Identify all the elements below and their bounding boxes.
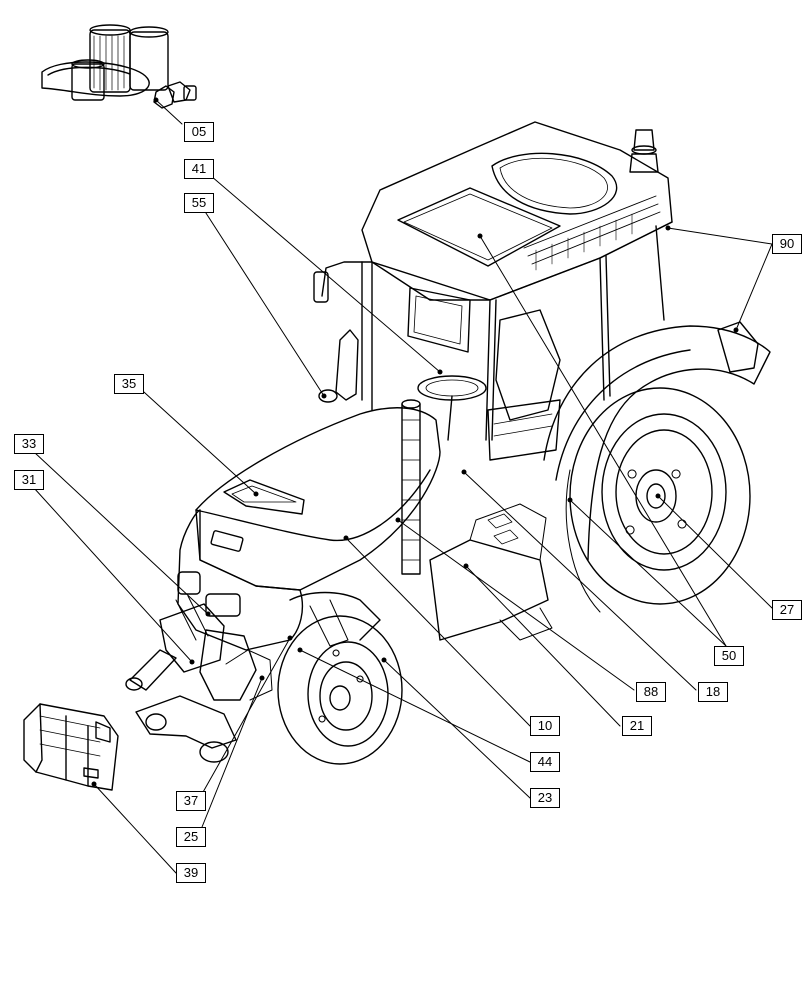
callout-27: 27 <box>772 600 802 620</box>
callout-35: 35 <box>114 374 144 394</box>
leader-lines <box>33 99 773 874</box>
callout-90: 90 <box>772 234 802 254</box>
callout-10: 10 <box>530 716 560 736</box>
callout-05: 05 <box>184 122 214 142</box>
front-weight-illustration <box>23 703 119 791</box>
callout-33: 33 <box>14 434 44 454</box>
callout-44: 44 <box>530 752 560 772</box>
callout-37: 37 <box>176 791 206 811</box>
callout-25: 25 <box>176 827 206 847</box>
callout-18: 18 <box>698 682 728 702</box>
filter-kit-illustration <box>41 24 197 109</box>
callout-31: 31 <box>14 470 44 490</box>
callout-21: 21 <box>622 716 652 736</box>
callout-50: 50 <box>714 646 744 666</box>
leader-dots <box>91 97 739 787</box>
callout-23: 23 <box>530 788 560 808</box>
callout-39: 39 <box>176 863 206 883</box>
callout-41: 41 <box>184 159 214 179</box>
tractor-body <box>125 121 771 765</box>
callout-55: 55 <box>184 193 214 213</box>
callout-88: 88 <box>636 682 666 702</box>
